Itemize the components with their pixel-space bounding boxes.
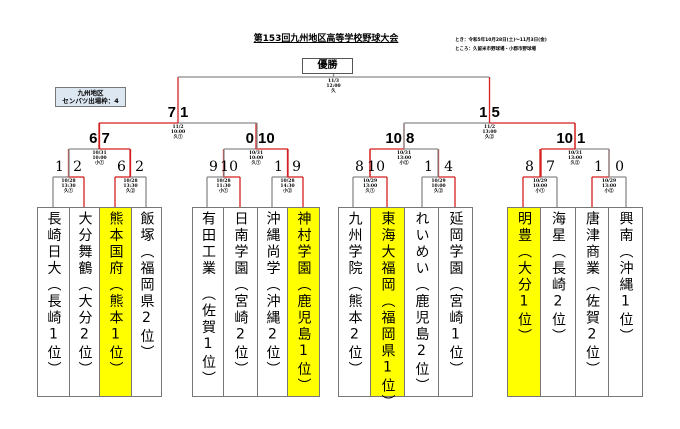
match-schedule: 10/31 10:00 小① bbox=[92, 151, 107, 166]
score-left: 1 bbox=[424, 159, 433, 175]
match-schedule: 10/28 11:30 小① bbox=[216, 179, 231, 194]
team-column: 飯塚（福岡県2位） bbox=[131, 207, 162, 397]
team-name: 興南（沖縄1位） bbox=[617, 211, 634, 345]
score-left: 10 bbox=[385, 130, 402, 147]
match-schedule: 10/28 13:30 久① bbox=[61, 179, 76, 194]
match-schedule: 10/29 13:00 小② bbox=[601, 179, 617, 194]
match-schedule: 11/2 13:00 久② bbox=[482, 125, 497, 140]
score-right: 0 bbox=[615, 159, 624, 175]
team-column: 熊本国府（熊本1位） bbox=[99, 207, 132, 397]
team-column: 海星（長崎2位） bbox=[540, 207, 576, 397]
team-column: 明豊（大分1位） bbox=[507, 207, 541, 397]
score-right: 10 bbox=[220, 159, 238, 175]
score-right: 5 bbox=[491, 104, 500, 121]
score-left: 0 bbox=[245, 130, 254, 147]
team-name: れいめい（鹿児島2位） bbox=[413, 211, 430, 395]
team-column: 沖縄尚学（沖縄2位） bbox=[257, 207, 288, 397]
score-right: 9 bbox=[292, 159, 301, 175]
score-left: 8 bbox=[525, 159, 534, 175]
info-box: 九州地区 センバツ出場枠：4 bbox=[55, 87, 126, 107]
tournament-venues: ところ：久留米市野球場・小郡市野球場 bbox=[455, 47, 536, 52]
match-schedule: 10/29 10:00 小① bbox=[532, 179, 548, 194]
team-column: 延岡学園（宮崎1位） bbox=[438, 207, 473, 397]
page-title: 第153回九州地区高等学校野球大会 bbox=[253, 34, 399, 44]
score-left: 10 bbox=[556, 130, 573, 147]
team-name: 神村学園（鹿児島1位） bbox=[295, 211, 312, 395]
tournament-dates: とき：令和5年10月28日(土)～11月3日(金) bbox=[455, 38, 547, 43]
score-right: 1 bbox=[180, 104, 189, 121]
team-name: 明豊（大分1位） bbox=[516, 211, 532, 345]
team-column: 有田工業 （佐賀1位） bbox=[192, 207, 224, 397]
info-region: 九州地区 bbox=[77, 89, 104, 97]
score-left: 1 bbox=[594, 159, 603, 175]
score-right: 4 bbox=[444, 159, 453, 175]
match-schedule: 10/29 10:00 久② bbox=[431, 179, 446, 194]
score-right: 8 bbox=[406, 130, 415, 147]
team-column: 東海大福岡（福岡県1位） bbox=[370, 207, 405, 411]
score-left: 1 bbox=[479, 104, 488, 121]
team-name: 延岡学園（宮崎1位） bbox=[447, 211, 464, 378]
team-column: れいめい（鹿児島2位） bbox=[404, 207, 439, 397]
team-name: 大分舞鶴（大分2位） bbox=[76, 211, 93, 378]
champion-box: 優勝 bbox=[302, 58, 353, 74]
score-right: 2 bbox=[135, 159, 144, 175]
team-column: 唐津商業（佐賀2位） bbox=[575, 207, 609, 397]
team-column: 興南（沖縄1位） bbox=[608, 207, 643, 397]
score-left: 6 bbox=[117, 159, 126, 175]
score-right: 1 bbox=[577, 130, 586, 147]
team-column: 九州学院（熊本2位） bbox=[338, 207, 371, 397]
team-column: 長崎日大（長崎1位） bbox=[37, 207, 70, 397]
score-left: 9 bbox=[209, 159, 218, 175]
team-name: 沖縄尚学（沖縄2位） bbox=[264, 211, 281, 378]
match-schedule: 10/28 14:30 小② bbox=[280, 179, 295, 194]
team-name: 唐津商業（佐賀2位） bbox=[584, 211, 600, 378]
score-right: 7 bbox=[101, 130, 110, 147]
match-schedule: 11/3 12:00 久 bbox=[326, 79, 341, 94]
match-schedule: 10/31 13:00 久② bbox=[567, 151, 583, 166]
score-right: 2 bbox=[73, 159, 82, 175]
score-left: 7 bbox=[167, 104, 176, 121]
score-left: 1 bbox=[55, 159, 64, 175]
score-left: 6 bbox=[89, 130, 98, 147]
team-name: 熊本国府（熊本1位） bbox=[107, 211, 124, 378]
team-name: 東海大福岡（福岡県1位） bbox=[379, 211, 396, 411]
team-name: 長崎日大（長崎1位） bbox=[45, 211, 62, 378]
score-left: 8 bbox=[355, 159, 364, 175]
team-name: 日南学園（宮崎2位） bbox=[232, 211, 249, 378]
match-schedule: 10/31 10:00 久① bbox=[248, 151, 264, 166]
match-schedule: 11/2 10:00 久① bbox=[170, 125, 186, 140]
team-name: 有田工業 （佐賀1位） bbox=[200, 211, 216, 388]
team-name: 海星（長崎2位） bbox=[550, 211, 566, 345]
team-column: 日南学園（宮崎2位） bbox=[223, 207, 258, 397]
team-name: 飯塚（福岡県2位） bbox=[138, 211, 155, 362]
match-schedule: 10/29 13:00 久① bbox=[362, 179, 378, 194]
score-left: 1 bbox=[274, 159, 283, 175]
team-column: 大分舞鶴（大分2位） bbox=[69, 207, 100, 397]
score-right: 7 bbox=[546, 159, 555, 175]
info-quota: センバツ出場枠：4 bbox=[62, 97, 119, 105]
match-schedule: 10/31 13:00 小② bbox=[396, 151, 412, 166]
score-right: 10 bbox=[367, 159, 385, 175]
match-schedule: 10/28 13:30 久② bbox=[123, 179, 138, 194]
team-column: 神村学園（鹿児島1位） bbox=[287, 207, 320, 397]
team-name: 九州学院（熊本2位） bbox=[346, 211, 363, 378]
score-right: 10 bbox=[258, 130, 275, 147]
